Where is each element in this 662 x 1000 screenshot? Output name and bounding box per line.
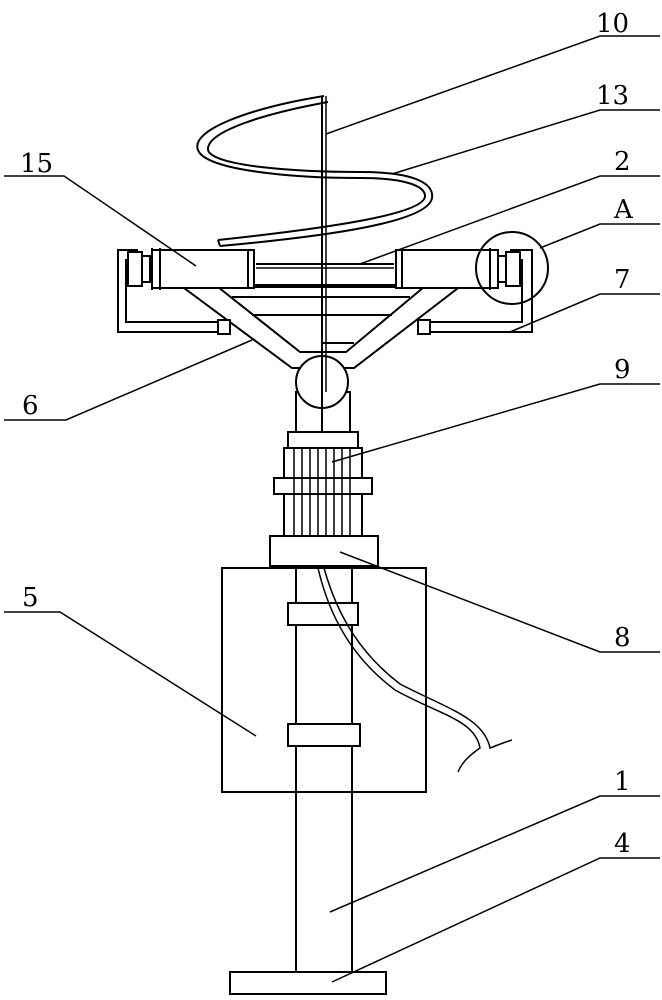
clip-right-plate (497, 255, 507, 283)
spiral-end (217, 239, 221, 247)
label-13: 13 (596, 81, 629, 111)
motor-top-cap (287, 431, 359, 449)
clip-left-bracket (127, 251, 143, 287)
cable (317, 567, 481, 773)
label-15: 15 (20, 149, 53, 179)
clamp-upper (287, 602, 359, 626)
arm-left-joint (217, 319, 231, 335)
motor-fins (293, 448, 351, 536)
label-a: A (613, 195, 634, 225)
label-4: 4 (614, 829, 631, 859)
spiral-blade (196, 95, 427, 241)
motor-band (273, 477, 373, 495)
motor-body-upper (283, 447, 363, 479)
label-2: 2 (614, 147, 631, 177)
label-7: 7 (614, 265, 631, 295)
clip-right-bracket (505, 251, 521, 287)
label-10: 10 (596, 9, 629, 39)
label-9: 9 (614, 355, 631, 385)
cylinder-right (395, 249, 499, 289)
label-1: 1 (614, 767, 631, 797)
arm-right-joint (417, 319, 431, 335)
base-plate (229, 971, 387, 995)
coupling-base (269, 535, 379, 567)
arm-right-outer (424, 249, 533, 333)
arm-left-outer (117, 249, 220, 333)
label-5: 5 (22, 583, 39, 613)
label-8: 8 (614, 623, 631, 653)
cable-inner (323, 567, 513, 750)
clamp-lower (287, 723, 361, 747)
clip-left-plate (141, 255, 151, 283)
leader-lines (4, 35, 660, 983)
cylinder-left (151, 249, 255, 289)
spiral-blade-edge (206, 101, 434, 247)
detail-circle-a (475, 231, 549, 305)
frame-inner-outline (215, 286, 427, 353)
label-6: 6 (22, 391, 39, 421)
